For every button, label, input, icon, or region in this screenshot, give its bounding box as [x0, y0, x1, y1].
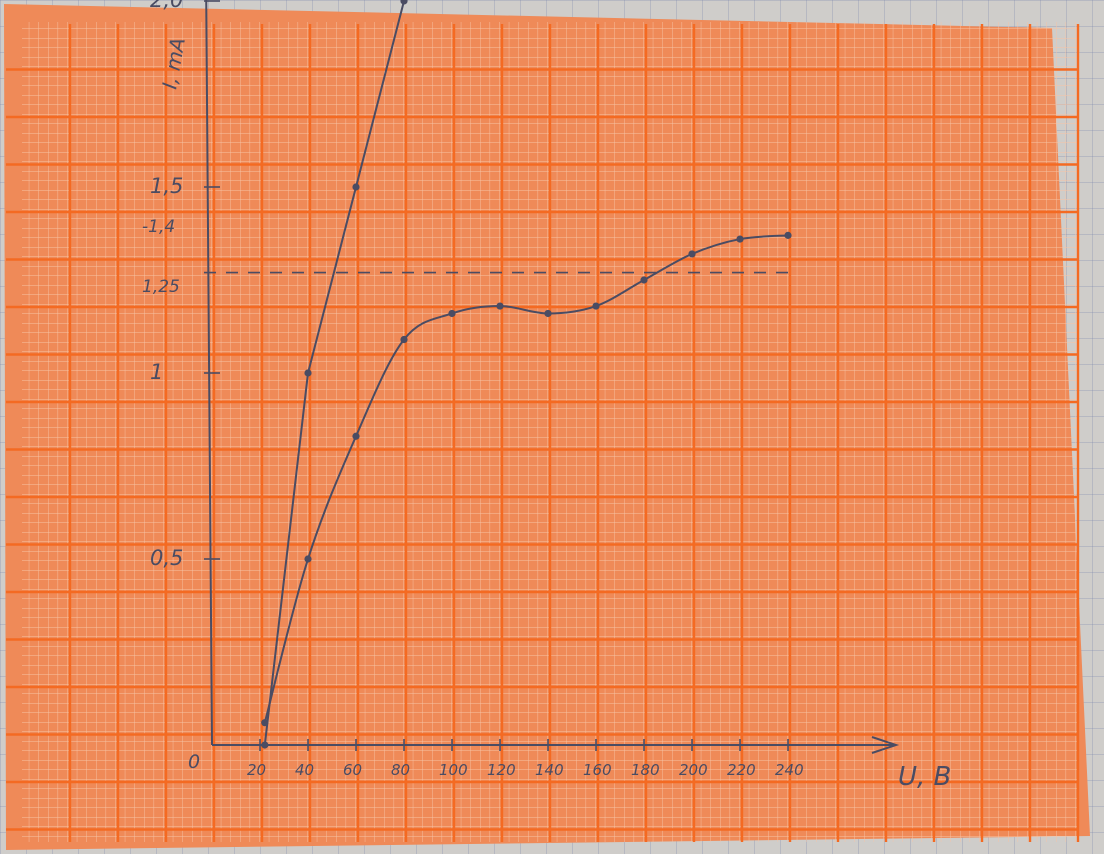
series-1-point: [640, 276, 648, 284]
y-tick-label: 2,0: [150, 0, 183, 12]
annotation-labels: 1,25 -1,4: [142, 217, 180, 297]
x-tick-label: 140: [535, 761, 564, 779]
axes: [205, 0, 900, 754]
x-tick-label: 100: [439, 761, 468, 779]
series-1-point: [592, 302, 600, 310]
series-2-point: [400, 0, 408, 5]
x-tick-label: 240: [775, 761, 804, 779]
x-tick-label: 200: [679, 761, 708, 779]
series-1-point: [496, 302, 504, 310]
y-tick-label: 1,5: [150, 174, 183, 198]
x-tick-label: 120: [487, 761, 516, 779]
x-tick-label: 80: [391, 761, 410, 779]
series-layer: [261, 0, 792, 749]
y-tick-label: 0,5: [150, 546, 183, 570]
x-tick-label: 180: [631, 761, 660, 779]
x-tick-label: 160: [583, 761, 612, 779]
series-2-point: [304, 369, 312, 377]
series-1-point: [736, 235, 744, 243]
x-tick-label: 20: [247, 761, 266, 779]
origin-label: 0: [188, 751, 200, 773]
y-tick-labels: 0,5 1 1,5 2,0: [150, 0, 183, 570]
series-2-point: [352, 183, 360, 191]
annotation-label: -1,4: [142, 217, 175, 237]
x-tick-labels: 20 40 60 80 100 120 140 160 180 200 220 240: [247, 761, 804, 779]
series-1-point: [688, 250, 696, 258]
x-tick-label: 60: [343, 761, 362, 779]
x-tick-label: 40: [295, 761, 314, 779]
series-1-point: [304, 555, 312, 563]
series-2-point: [261, 741, 269, 749]
x-tick-label: 220: [727, 761, 756, 779]
series-1-point: [352, 432, 360, 440]
tick-marks: [204, 0, 789, 751]
x-axis-label: U, B: [898, 762, 951, 792]
series-2-line: [263, 0, 405, 746]
series-1-point: [544, 309, 552, 318]
series-1-point: [448, 309, 456, 318]
series-1-point: [400, 335, 408, 344]
y-axis-line: [205, 0, 213, 746]
series-1-point: [784, 231, 792, 239]
x-axis-arrow: [871, 736, 900, 754]
y-tick-label: 1: [150, 360, 163, 384]
annotation-label: 1,25: [142, 277, 180, 297]
